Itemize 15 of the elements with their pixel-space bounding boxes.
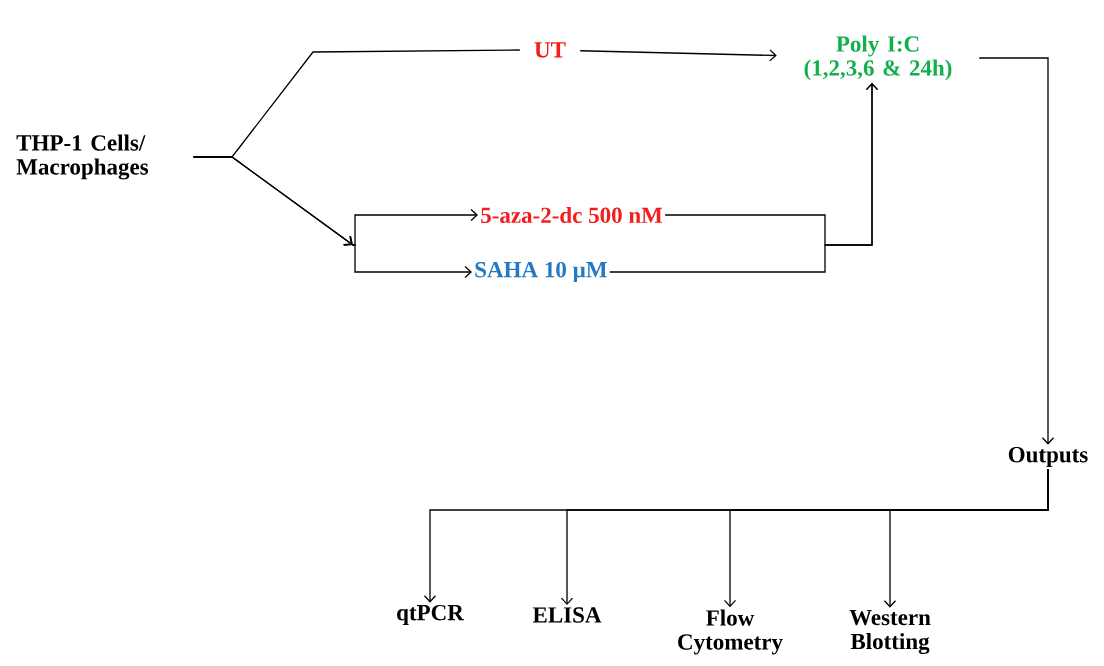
output-label: Outputs [1008, 446, 1088, 468]
step-label: THP-1 Cells/ Macrophages [16, 134, 149, 180]
arrow [192, 156, 472, 279]
arrow [883, 468, 1049, 608]
output-label: ELISA [532, 607, 602, 623]
arrow [609, 82, 879, 273]
step-label: UT [534, 42, 566, 58]
step-label: 5-aza-2-dc 500 nM [481, 206, 663, 224]
output-label: qtPCR [397, 604, 465, 626]
output-label: Flow Cytometry [678, 609, 783, 655]
arrow [579, 49, 777, 62]
step-label: SAHA 10 µM [475, 261, 607, 283]
step-label: Poly I:C (1,2,3,6 & 24h) [804, 35, 952, 81]
output-label: Western Blotting [849, 609, 931, 655]
arrow [978, 57, 1055, 445]
